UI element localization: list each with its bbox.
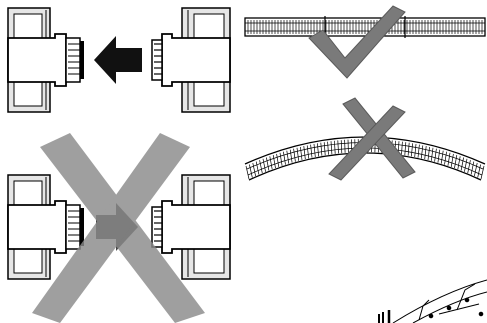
track-straight-panel [243,0,487,95]
track-detail [378,279,487,323]
connector-correct-panel [0,0,240,120]
check-mark-icon [308,5,406,79]
right-socket [151,200,231,254]
left-plug [7,33,84,87]
left-plug [7,200,84,254]
arrow-left-icon [94,36,142,84]
track-curved-panel [243,92,487,192]
track-detail-panel [243,270,487,323]
connector-incorrect-panel [0,125,240,323]
cross-mark-icon [32,133,205,323]
straight-track [244,16,486,38]
cross-mark-icon [328,97,416,181]
right-socket [151,33,231,87]
